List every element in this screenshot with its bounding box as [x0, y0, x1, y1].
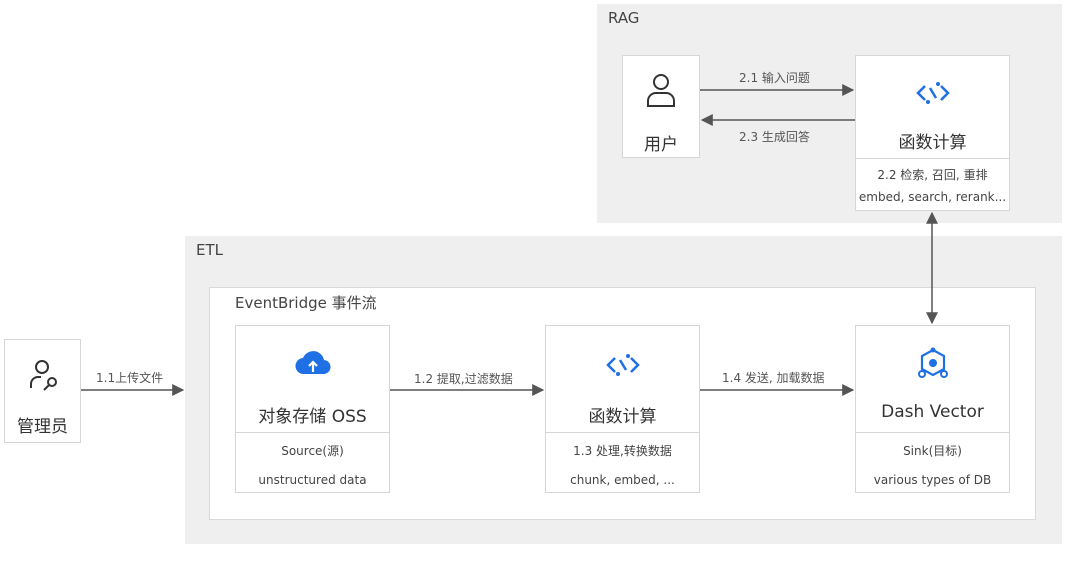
rag-title: RAG [608, 9, 640, 27]
admin-node[interactable]: 管理员 [4, 339, 81, 443]
oss-node[interactable]: 对象存储 OSS Source(源) unstructured data [235, 325, 390, 493]
etl-fc-node[interactable]: 函数计算 1.3 处理,转换数据 chunk, embed, ... [545, 325, 700, 493]
rag-fc-note1: 2.2 检索, 召回, 重排 [877, 168, 988, 182]
edge-label-upload: 1.1上传文件 [96, 371, 164, 385]
vector-db-icon [856, 346, 1009, 382]
dash-vector-node[interactable]: Dash Vector Sink(目标) various types of DB [855, 325, 1010, 493]
dash-vector-note2: various types of DB [873, 473, 992, 487]
edge-label-send: 1.4 发送, 加载数据 [722, 371, 825, 385]
eventbridge-title: EventBridge 事件流 [235, 294, 377, 312]
admin-label: 管理员 [17, 417, 68, 437]
dash-vector-label: Dash Vector [881, 402, 984, 422]
oss-note1: Source(源) [281, 444, 344, 458]
edge-label-extract: 1.2 提取,过滤数据 [414, 372, 513, 386]
etl-fc-note2: chunk, embed, ... [570, 473, 675, 487]
function-compute-icon [856, 76, 1009, 110]
cloud-upload-icon [236, 348, 389, 378]
function-compute-icon [546, 348, 699, 382]
dash-vector-note1: Sink(目标) [903, 444, 962, 458]
rag-fc-label: 函数计算 [898, 133, 967, 153]
admin-user-icon [5, 358, 80, 394]
rag-user-label: 用户 [644, 135, 678, 155]
edge-label-answer: 2.3 生成回答 [739, 130, 810, 144]
oss-label: 对象存储 OSS [258, 407, 367, 427]
rag-fc-note2: embed, search, rerank... [858, 190, 1007, 204]
edge-label-ask: 2.1 输入问题 [739, 71, 810, 85]
etl-fc-note1: 1.3 处理,转换数据 [573, 444, 672, 458]
etl-fc-label: 函数计算 [588, 407, 657, 427]
rag-fc-node[interactable]: 函数计算 2.2 检索, 召回, 重排 embed, search, reran… [855, 55, 1010, 211]
user-icon [623, 72, 699, 110]
etl-title: ETL [196, 241, 223, 259]
rag-user-node[interactable]: 用户 [622, 55, 700, 158]
oss-note2: unstructured data [258, 473, 367, 487]
